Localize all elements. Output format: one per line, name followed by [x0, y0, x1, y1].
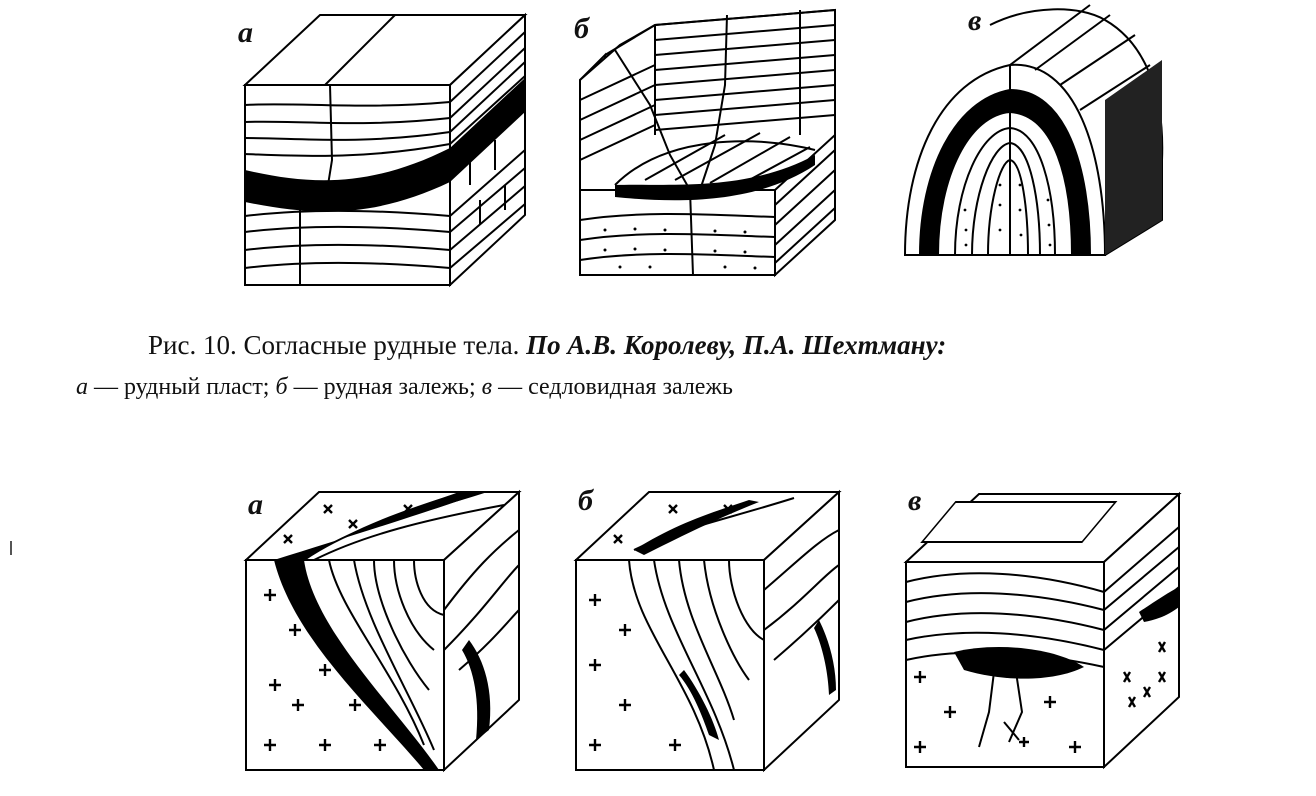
legend-letter-b: б [275, 374, 288, 400]
legend-text-b: — рудная залежь; [287, 374, 482, 400]
figure-caption-legend: а — рудный пласт; б — рудная залежь; в —… [76, 374, 733, 401]
caption-prefix: Рис. 10. Согласные рудные тела. [148, 330, 520, 360]
legend-letter-a: а [76, 374, 88, 400]
legend-text-v: — седловидная залежь [492, 374, 733, 400]
label-bottom-b: б [578, 484, 593, 517]
block-diagram-ore-bed [240, 10, 530, 290]
legend-text-a: — рудный пласт; [88, 374, 276, 400]
stray-mark [10, 541, 12, 555]
block-diagram-saddle-deposit [900, 0, 1170, 265]
label-bottom-v: в [908, 484, 922, 517]
block-diagram-contact-bottom-v [903, 491, 1184, 777]
figure-caption-title: Рис. 10. Согласные рудные тела. По А.В. … [148, 330, 946, 361]
label-bottom-a: а [248, 488, 263, 521]
caption-authors: По А.В. Королеву, П.А. Шехтману: [526, 330, 947, 360]
block-diagram-contact-bottom-b [573, 489, 844, 775]
label-top-v: в [968, 4, 982, 37]
block-diagram-contact-bottom-a [243, 489, 524, 775]
block-diagram-ore-deposit [575, 5, 845, 285]
label-top-b: б [574, 12, 589, 45]
legend-letter-v: в [481, 374, 493, 400]
label-top-a: а [238, 16, 253, 49]
